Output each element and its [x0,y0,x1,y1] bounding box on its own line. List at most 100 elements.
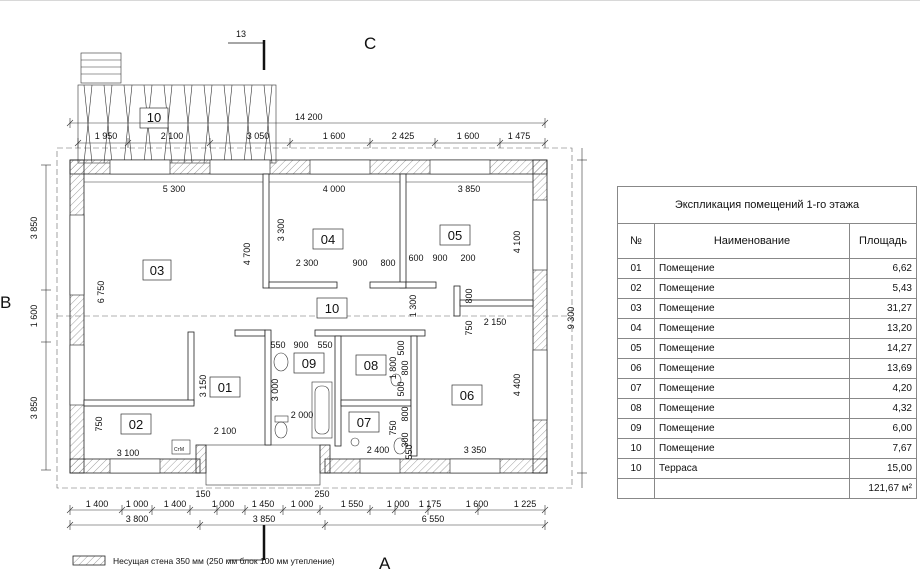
dimension-text: 300 [400,432,410,447]
row-number: 01 [617,258,655,279]
dim-bottom-6: 1 000 [291,499,314,509]
dim-left-1: 3 850 [29,217,39,240]
interior-walls [83,173,534,457]
dimension-text: 800 [400,360,410,375]
row-area: 7,67 [849,438,917,459]
dim-bottom-9: 1 175 [419,499,442,509]
right-dimension: 9 300 [566,148,587,488]
row-area: 6,62 [849,258,917,279]
dim-top-4: 1 600 [323,131,346,141]
total-empty-cell [617,478,655,499]
dimension-text: 200 [460,253,475,263]
dimension-text: 800 [400,406,410,421]
section-number: 13 [236,29,246,39]
dimension-text: 900 [352,258,367,268]
dimension-text: 2 100 [214,426,237,436]
dimension-text: 900 [293,340,308,350]
row-number: 02 [617,278,655,299]
dim-top-5: 2 425 [392,131,415,141]
row-name: Терраса [654,458,850,479]
room-label-09: 09 [302,356,316,371]
row-name: Помещение [654,438,850,459]
row-number: 10 [617,438,655,459]
row-number: 08 [617,398,655,419]
axis-label-left: B [0,293,11,312]
dimension-text: 2 150 [484,317,507,327]
dimension-text: 500 [396,340,406,355]
top-dimension-chain: 14 200 1 950 2 100 3 050 1 600 2 425 1 6… [66,112,549,148]
dimension-text: 3 300 [276,219,286,242]
dimension-text: 5 300 [163,184,186,194]
row-area: 15,00 [849,458,917,479]
section-cut-mark: 13 [228,29,266,561]
interior-dimensions: 5 300 4 000 3 850 6 750 4 700 3 300 4 10… [84,181,533,460]
dimension-text: 2 400 [367,445,390,455]
row-name: Помещение [654,278,850,299]
outer-boundary-dashed [56,147,573,489]
room-label-07: 07 [357,415,371,430]
dim-bottom-total-2: 3 850 [253,514,276,524]
dimension-text: 800 [380,258,395,268]
dimension-text: 750 [94,416,104,431]
dimension-text: 4 100 [512,231,522,254]
row-area: 5,43 [849,278,917,299]
dim-top-7: 1 475 [508,131,531,141]
dim-bottom-total-1: 3 800 [126,514,149,524]
row-number: 10 [617,458,655,479]
dim-overall-right: 9 300 [566,307,576,330]
room-label-05: 05 [448,228,462,243]
dimension-text: 3 100 [117,448,140,458]
row-name: Помещение [654,358,850,379]
row-name: Помещение [654,338,850,359]
row-number: 04 [617,318,655,339]
dimension-text: 6 750 [96,281,106,304]
boiler-label: СтМ [174,447,184,453]
dim-bottom-4: 1 000 [212,499,235,509]
dim-bottom-3: 1 400 [164,499,187,509]
floor-plan-drawing: 10 13 C A B 14 200 1 950 2 100 3 050 1 6… [0,29,587,572]
row-number: 03 [617,298,655,319]
total-empty-cell [654,478,850,499]
header-area: Площадь [849,223,917,259]
dim-top-2: 2 100 [161,131,184,141]
sanitary-fixtures [171,352,407,455]
room-label-06: 06 [460,388,474,403]
dim-bottom-7: 1 550 [341,499,364,509]
row-name: Помещение [654,398,850,419]
dimension-text: 3 000 [270,379,280,402]
row-name: Помещение [654,418,850,439]
row-number: 05 [617,338,655,359]
dimension-text: 3 150 [198,375,208,398]
legend-text: Несущая стена 350 мм (250 мм блок 100 мм… [113,556,335,566]
room-label-02: 02 [129,417,143,432]
dimension-text: 2 000 [291,410,314,420]
room-schedule-table: Экспликация помещений 1-го этажа № Наиме… [617,186,917,499]
dimension-text: 3 350 [464,445,487,455]
axis-label-bottom: A [379,554,391,572]
dim-bottom-11: 1 225 [514,499,537,509]
dim-bottom-2: 1 000 [126,499,149,509]
dim-top-3: 3 050 [247,131,270,141]
dimension-text: 500 [396,381,406,396]
dim-bottom-small-1: 150 [195,489,210,499]
room-label-10-terrace: 10 [147,110,161,125]
left-dimension-chain: 3 850 1 600 3 850 [29,164,51,471]
room-label-01: 01 [218,380,232,395]
row-number: 07 [617,378,655,399]
dimension-text: 4 400 [512,374,522,397]
room-label-10: 10 [325,301,339,316]
exterior-walls [69,159,548,486]
dim-bottom-5: 1 450 [252,499,275,509]
top-border-line [0,0,920,1]
dim-bottom-total-3: 6 550 [422,514,445,524]
